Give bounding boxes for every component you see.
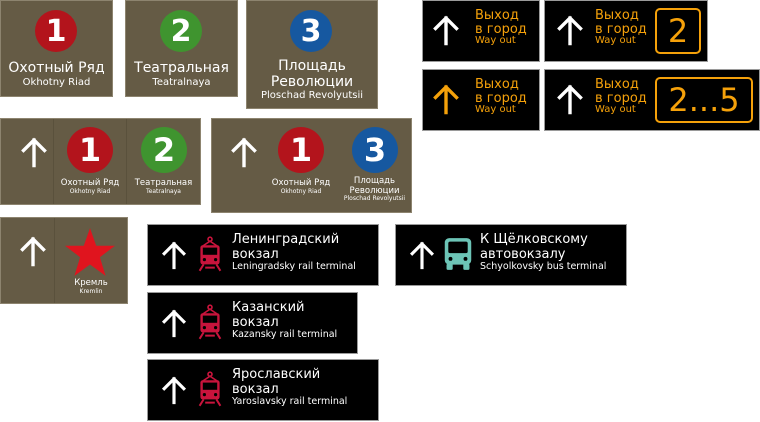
transport-sign-yaroslavsky: Ярославский вокзал Yaroslavsky rail term… bbox=[148, 360, 378, 420]
station-name-en: Teatralnaya bbox=[146, 187, 181, 195]
station-name-en: Ploschad Revolyutsii bbox=[260, 90, 364, 102]
terminal-name-ru: Ленинградский bbox=[232, 232, 340, 247]
station-cell: 3 Площадь Революции Ploschad Revolyutsii bbox=[338, 119, 411, 212]
station-cell: 1 Охотный Ряд Okhotny Riad bbox=[54, 119, 126, 204]
station-name-ru-line2: Революции bbox=[270, 73, 354, 90]
exit-subtitle-en: Way out bbox=[475, 35, 516, 47]
train-icon bbox=[198, 369, 222, 409]
arrow-up-icon bbox=[18, 233, 48, 269]
station-cell: 1 Охотный Ряд Okhotny Riad bbox=[265, 119, 337, 212]
station-name-ru-line2: Революции bbox=[349, 185, 400, 196]
arrow-up-icon bbox=[555, 81, 585, 117]
terminal-name-ru: Ярославский bbox=[232, 367, 321, 382]
kremlin-name-ru: Кремль bbox=[74, 278, 108, 288]
station-name-en: Ploschad Revolyutsii bbox=[343, 195, 406, 203]
line-1-badge: 1 bbox=[67, 127, 113, 173]
arrow-up-icon bbox=[160, 372, 188, 408]
line-3-badge: 3 bbox=[352, 127, 398, 173]
arrow-up-icon bbox=[160, 305, 188, 341]
terminal-name-en: Kazansky rail terminal bbox=[232, 329, 338, 341]
exit-sign-2-5: Выход в город Way out 2...5 bbox=[545, 70, 759, 130]
station-name-ru-line1: Площадь bbox=[278, 58, 346, 74]
exit-subtitle-en: Way out bbox=[595, 104, 636, 116]
train-icon bbox=[198, 302, 222, 342]
transport-sign-schyolkovsky-bus: К Щёлковскому автовокзалу Schyolkovsky b… bbox=[396, 225, 626, 285]
station-name-en: Okhotny Riad bbox=[280, 187, 322, 195]
arrow-up-icon bbox=[431, 12, 461, 48]
terminal-name-ru-2: вокзал bbox=[232, 314, 279, 330]
arrow-up-icon bbox=[431, 81, 461, 117]
terminal-name-ru: Казанский bbox=[232, 300, 305, 315]
station-name-en: Teatralnaya bbox=[152, 76, 211, 88]
direction-panel-lines-1-2: 1 Охотный Ряд Okhotny Riad 2 Театральная… bbox=[1, 119, 200, 204]
station-tile-ploschad-revolyutsii: 3 Площадь Революции Ploschad Revolyutsii bbox=[247, 1, 377, 108]
exit-sign-orange-arrow: Выход в город Way out bbox=[423, 70, 539, 130]
exit-title-ru: Выход bbox=[595, 8, 639, 23]
station-name-ru: Охотный Ряд bbox=[8, 60, 105, 76]
line-1-badge: 1 bbox=[35, 10, 77, 52]
arrow-up-icon bbox=[229, 134, 259, 170]
station-cell: 2 Театральная Teatralnaya bbox=[127, 119, 200, 204]
terminal-name-en: Leningradsky rail terminal bbox=[232, 261, 356, 273]
exit-title-ru: Выход bbox=[475, 8, 519, 23]
exit-title-ru-2: в город bbox=[595, 90, 647, 106]
terminal-name-en: Yaroslavsky rail terminal bbox=[232, 396, 348, 408]
kremlin-star-icon bbox=[64, 226, 116, 278]
station-name-ru-line1: Площадь bbox=[353, 176, 396, 186]
line-1-badge: 1 bbox=[278, 127, 324, 173]
line-2-badge: 2 bbox=[141, 127, 187, 173]
exit-title-ru: Выход bbox=[595, 77, 639, 92]
terminal-name-ru-2: вокзал bbox=[232, 246, 279, 262]
exit-subtitle-en: Way out bbox=[595, 35, 636, 47]
station-tile-okhotny-riad: 1 Охотный Ряд Okhotny Riad bbox=[1, 1, 112, 96]
exit-title-ru-2: в город bbox=[475, 90, 527, 106]
station-name-ru: Охотный Ряд bbox=[60, 178, 120, 188]
terminal-name-ru: К Щёлковскому bbox=[480, 232, 588, 247]
exit-number-box: 2...5 bbox=[655, 77, 753, 123]
bus-icon bbox=[443, 236, 473, 272]
arrow-up-icon bbox=[408, 237, 436, 273]
transport-sign-leningradsky: Ленинградский вокзал Leningradsky rail t… bbox=[148, 225, 378, 285]
kremlin-panel: Кремль Kremlin bbox=[1, 218, 127, 303]
kremlin-name-en: Kremlin bbox=[79, 287, 103, 295]
exit-title-ru-2: в город bbox=[595, 21, 647, 37]
station-name-ru: Охотный Ряд bbox=[271, 178, 331, 188]
direction-panel-lines-1-3: 1 Охотный Ряд Okhotny Riad 3 Площадь Рев… bbox=[212, 119, 411, 212]
terminal-name-ru-2: вокзал bbox=[232, 381, 279, 397]
arrow-up-icon bbox=[19, 134, 49, 170]
terminal-name-en: Schyolkovsky bus terminal bbox=[480, 261, 607, 273]
arrow-up-icon bbox=[160, 237, 188, 273]
station-tile-teatralnaya: 2 Театральная Teatralnaya bbox=[126, 1, 237, 96]
exit-number-box: 2 bbox=[655, 8, 701, 54]
exit-sign-2: Выход в город Way out 2 bbox=[545, 1, 707, 61]
station-name-en: Okhotny Riad bbox=[22, 76, 91, 88]
line-3-badge: 3 bbox=[290, 10, 332, 52]
exit-subtitle-en: Way out bbox=[475, 104, 516, 116]
transport-sign-kazansky: Казанский вокзал Kazansky rail terminal bbox=[148, 293, 357, 353]
station-name-ru: Театральная bbox=[134, 60, 229, 76]
line-2-badge: 2 bbox=[160, 10, 202, 52]
terminal-name-ru-2: автовокзалу bbox=[480, 246, 566, 262]
exit-title-ru: Выход bbox=[475, 77, 519, 92]
arrow-up-icon bbox=[555, 12, 585, 48]
exit-title-ru-2: в город bbox=[475, 21, 527, 37]
station-name-en: Okhotny Riad bbox=[69, 187, 111, 195]
exit-sign: Выход в город Way out bbox=[423, 1, 539, 61]
train-icon bbox=[198, 234, 222, 274]
station-name-ru: Театральная bbox=[134, 178, 193, 188]
